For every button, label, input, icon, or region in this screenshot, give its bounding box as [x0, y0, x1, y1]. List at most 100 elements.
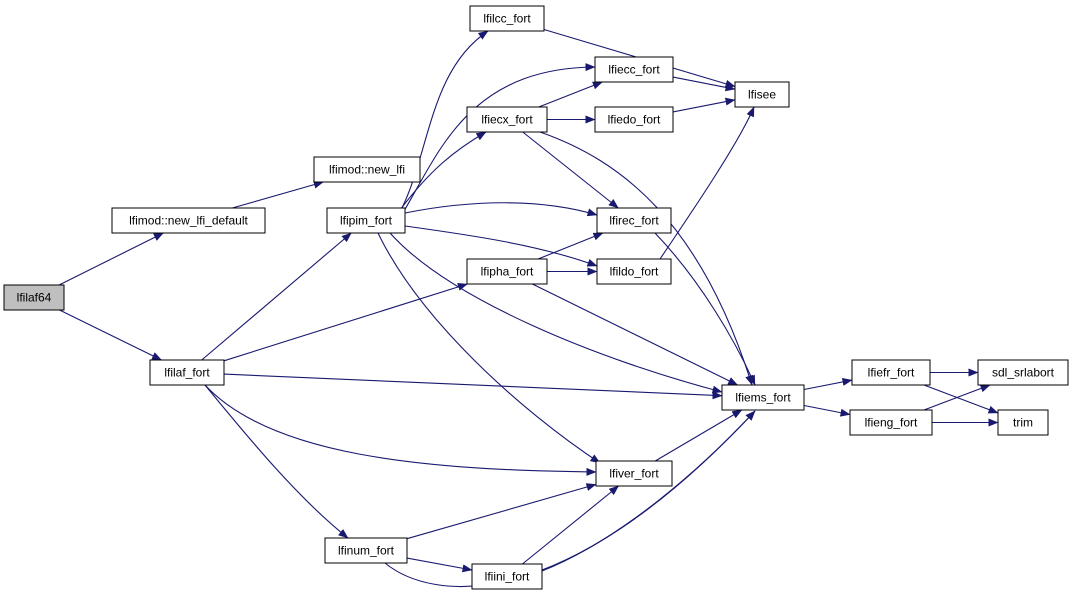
edge-lfiecc-fort-to-lfisee	[672, 76, 736, 92]
node-label: lfirec_fort	[609, 214, 659, 228]
node-trim[interactable]: trim	[997, 409, 1049, 436]
node-box	[149, 359, 225, 386]
node-new-lfi[interactable]: lfimod::new_lfi	[313, 156, 421, 183]
node-label: lfilcc_fort	[483, 12, 531, 26]
node-label: lfilaf_fort	[164, 366, 210, 380]
node-lfiefr-fort[interactable]: lfiefr_fort	[851, 359, 931, 386]
edge-lfinum-fort-to-lfiver-fort	[406, 483, 597, 540]
edge-lfinum-fort-to-lfiems-fort	[384, 410, 756, 587]
edge-lfiver-fort-to-lfiems-fort	[654, 409, 743, 462]
edge-lfipim-fort-to-lfiecx-fort	[399, 131, 487, 211]
edge-arrow	[204, 384, 597, 476]
node-label: lfieng_fort	[865, 416, 918, 430]
node-label: lfipim_fort	[340, 214, 393, 228]
node-label: sdl_srlabort	[992, 366, 1055, 380]
node-lfiedo-fort[interactable]: lfiedo_fort	[594, 106, 674, 133]
node-box	[849, 409, 933, 436]
node-box	[595, 460, 673, 487]
node-new-lfi-default[interactable]: lfimod::new_lfi_default	[111, 207, 266, 234]
edge-arrow	[672, 97, 736, 113]
edge-arrow	[406, 557, 473, 573]
edge-lfiedo-fort-to-lfisee	[672, 97, 736, 113]
node-lfildo-fort[interactable]: lfildo_fort	[596, 258, 672, 285]
edge-arrow	[522, 131, 619, 209]
edge-lfilaf-fort-to-lfinum-fort	[204, 384, 349, 539]
node-box	[111, 207, 266, 234]
node-lfipha-fort[interactable]: lfipha_fort	[466, 258, 548, 285]
node-box	[977, 359, 1069, 386]
node-box	[594, 106, 674, 133]
node-box	[326, 207, 406, 234]
edge-arrow	[389, 232, 723, 394]
edge-lfiems-fort-to-lfiefr-fort	[803, 378, 853, 391]
nodes-layer: lfilaf64 lfimod::new_lfi_default lfimod::n…	[3, 5, 1069, 590]
node-lfilaf-fort[interactable]: lfilaf_fort	[149, 359, 225, 386]
edge-lfiini-fort-to-lfiver-fort	[522, 485, 619, 565]
edge-lfilaf64-to-lfilaf-fort	[59, 309, 162, 361]
node-lfiver-fort[interactable]: lfiver_fort	[595, 460, 673, 487]
edge-arrow	[538, 81, 603, 108]
edge-lfiecx-fort-to-lfirec-fort	[522, 131, 619, 209]
edge-lfipim-fort-to-lfilcc-fort	[401, 30, 489, 209]
node-label: lfimod::new_lfi	[329, 163, 405, 177]
edge-lfipha-fort-to-lfiems-fort	[532, 283, 739, 386]
edge-arrow	[803, 378, 853, 391]
edge-arrow	[654, 232, 756, 386]
node-lfiems-fort[interactable]: lfiems_fort	[721, 384, 805, 411]
node-lfiecc-fort[interactable]: lfiecc_fort	[594, 56, 674, 83]
edge-arrow	[406, 483, 597, 540]
edge-arrow	[803, 404, 851, 417]
edge-arrow	[401, 30, 489, 209]
edge-arrow	[539, 131, 753, 386]
node-box	[466, 106, 548, 133]
node-box	[596, 258, 672, 285]
edge-lfilaf-fort-to-lfiems-fort	[223, 373, 723, 400]
node-lfilcc-fort[interactable]: lfilcc_fort	[469, 5, 545, 32]
node-lfipim-fort[interactable]: lfipim_fort	[326, 207, 406, 234]
edge-arrow	[923, 384, 991, 411]
node-lfiini-fort[interactable]: lfiini_fort	[471, 563, 543, 590]
edge-arrow	[58, 232, 164, 286]
node-box	[3, 284, 65, 311]
edge-lfilaf-fort-to-lfipha-fort	[223, 283, 468, 362]
edge-lfilaf-fort-to-lfipim-fort	[201, 232, 352, 361]
node-lfisee[interactable]: lfisee	[734, 81, 790, 108]
node-label: lfildo_fort	[610, 265, 659, 279]
edge-lfilaf64-to-new-lfi-default	[58, 232, 164, 286]
edge-arrow	[384, 410, 756, 587]
node-box	[721, 384, 805, 411]
node-lfirec-fort[interactable]: lfirec_fort	[596, 207, 672, 234]
edge-new-lfi-default-to-new-lfi	[232, 180, 324, 209]
edge-lfirec-fort-to-lfiems-fort	[654, 232, 756, 386]
node-lfieng-fort[interactable]: lfieng_fort	[849, 409, 933, 436]
edge-lfipim-fort-to-lfiver-fort	[377, 232, 601, 464]
node-lfilaf64[interactable]: lfilaf64	[3, 284, 65, 311]
node-box	[324, 537, 408, 564]
node-box	[596, 207, 672, 234]
edge-lfiefr-fort-to-trim	[923, 384, 999, 414]
edge-lfiecx-fort-to-lfiecc-fort	[538, 81, 603, 108]
node-label: lfiems_fort	[735, 391, 791, 405]
edge-arrow	[541, 410, 756, 572]
edge-arrow	[672, 76, 736, 92]
node-label: lfinum_fort	[338, 544, 395, 558]
node-lfiecx-fort[interactable]: lfiecx_fort	[466, 106, 548, 133]
node-box	[594, 56, 674, 83]
node-sdl-srlabort[interactable]: sdl_srlabort	[977, 359, 1069, 386]
node-label: lfimod::new_lfi_default	[129, 214, 248, 228]
edge-lfilaf-fort-to-lfiver-fort	[204, 384, 597, 476]
edge-arrow	[403, 63, 596, 212]
edge-arrow	[377, 232, 601, 464]
edge-arrow	[223, 283, 468, 362]
edge-arrow	[659, 106, 755, 260]
edge-arrow	[537, 232, 604, 260]
node-box	[313, 156, 421, 183]
node-label: lfiini_fort	[485, 570, 530, 584]
edge-arrow	[232, 180, 324, 209]
node-label: lfiver_fort	[609, 467, 659, 481]
node-lfinum-fort[interactable]: lfinum_fort	[324, 537, 408, 564]
edge-arrow	[404, 202, 598, 217]
edge-lfildo-fort-to-lfisee	[659, 106, 755, 260]
edge-lfinum-fort-to-lfiini-fort	[406, 557, 473, 573]
